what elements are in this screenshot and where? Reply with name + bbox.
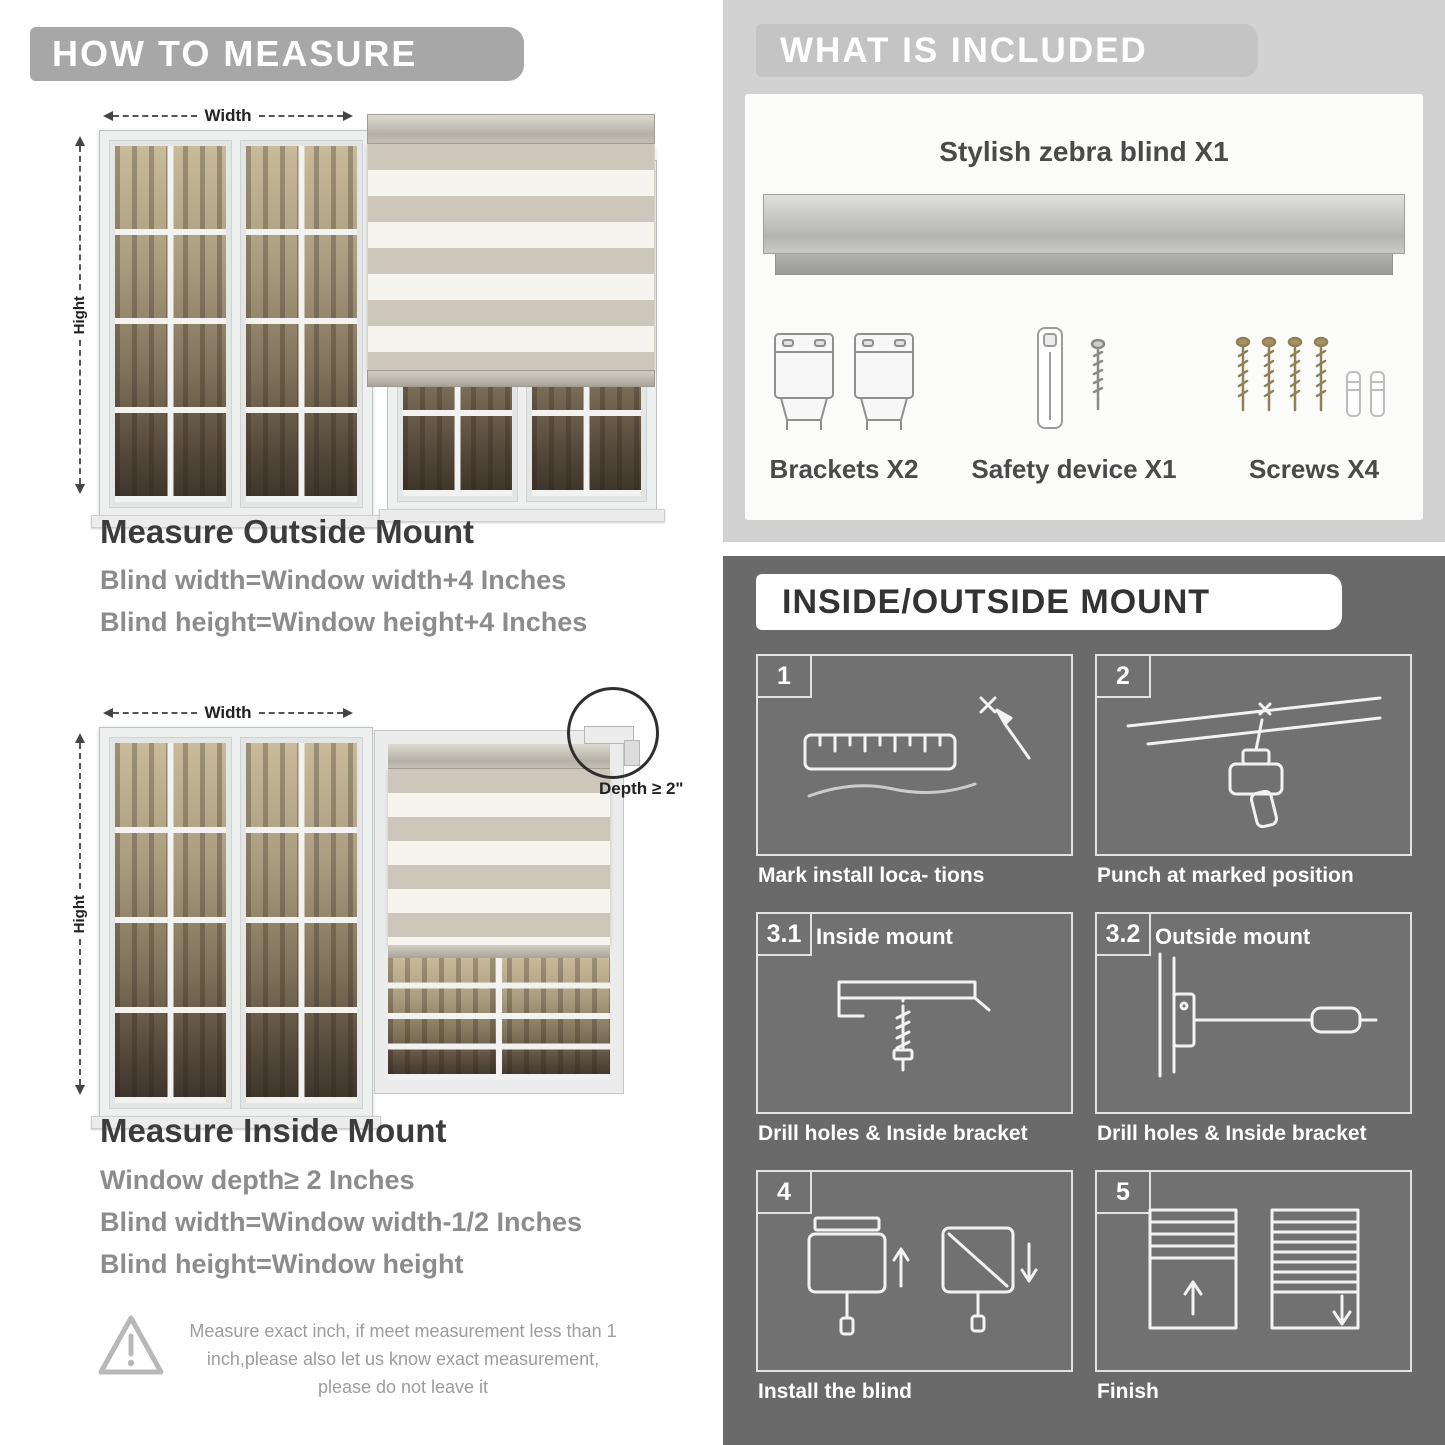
arrow-up-icon	[74, 136, 85, 146]
what-is-included-title: WHAT IS INCLUDED	[780, 31, 1148, 70]
inside-mount-figure: Width Hight Depth ≥ 2"	[71, 687, 683, 1129]
formula-line: Blind height=Window height	[100, 1248, 464, 1279]
width-measure-arrow: Width	[103, 106, 353, 126]
arrow-left-icon	[103, 111, 113, 121]
window-illustration	[91, 727, 381, 1129]
safety-device-label: Safety device X1	[971, 454, 1177, 484]
zebra-blind-illustration	[367, 114, 655, 387]
mount-guide-banner: INSIDE/OUTSIDE MOUNT	[756, 574, 1342, 630]
blind-bottom-bar	[367, 370, 655, 387]
brackets-label: Brackets X2	[769, 454, 919, 484]
blind-stripes	[388, 769, 610, 945]
step-caption: Install the blind	[758, 1380, 913, 1403]
step-5: 5 Finish	[1095, 1170, 1412, 1418]
step-number: 2	[1097, 656, 1151, 698]
arrow-down-icon	[74, 1085, 85, 1096]
height-measure-arrow: Hight	[71, 136, 88, 495]
item-screws: Screws X4	[1229, 320, 1399, 485]
warning-text: Measure exact inch, if meet measurement …	[189, 1321, 617, 1397]
arrow-up-icon	[74, 733, 85, 743]
step-3-2: 3.2 Outside mount Dr	[1095, 912, 1412, 1160]
formula-line: Blind width=Window width+4 Inches	[100, 565, 567, 595]
how-to-measure-banner: HOW TO MEASURE	[30, 27, 524, 81]
included-contents-card: Stylish zebra blind X1	[745, 94, 1423, 520]
drill-position-illustration	[1126, 696, 1381, 829]
step-2: 2 Punch at marked position	[1095, 654, 1412, 902]
mount-guide-title: INSIDE/OUTSIDE MOUNT	[782, 583, 1211, 621]
window-panes	[388, 958, 610, 1080]
outside-mount-figure: Width Hight	[71, 100, 675, 528]
screws-icon	[1235, 336, 1385, 417]
step-caption: Punch at marked position	[1097, 864, 1354, 887]
arrow-right-icon	[343, 708, 353, 718]
outside-blind-illustration	[367, 114, 665, 522]
what-is-included-panel: WHAT IS INCLUDED Stylish zebra blind X1	[723, 0, 1445, 542]
step-number: 3.1	[758, 914, 812, 956]
outside-bracket-illustration	[1158, 952, 1377, 1078]
step-1: 1 Mark install loca- tions	[756, 654, 1073, 902]
window-frame	[375, 731, 623, 1093]
step-number: 3.2	[1097, 914, 1151, 956]
step-caption: Drill holes & Inside bracket	[758, 1122, 1028, 1145]
inside-mount-title: Measure Inside Mount	[100, 1112, 447, 1149]
screws-label: Screws X4	[1248, 454, 1380, 484]
height-label: Hight	[71, 295, 88, 335]
step-number: 1	[758, 656, 812, 698]
arrow-left-icon	[103, 708, 113, 718]
arrow-down-icon	[74, 484, 85, 495]
formula-line: Window depth≥ 2 Inches	[100, 1165, 415, 1195]
step-title: Inside mount	[816, 924, 953, 949]
zebra-blind-headrail	[763, 194, 1405, 275]
step-number: 4	[758, 1172, 812, 1214]
formula-line: Blind width=Window width-1/2 Inches	[100, 1206, 583, 1237]
inside-bracket-illustration	[837, 980, 990, 1072]
mount-guide-panel: INSIDE/OUTSIDE MOUNT 1	[723, 556, 1445, 1445]
inside-mount-formulas: Window depth≥ 2 Inches Blind width=Windo…	[100, 1160, 582, 1286]
formula-line: Blind height=Window height+4 Inches	[100, 606, 588, 637]
measure-warning: Measure exact inch, if meet measurement …	[95, 1312, 640, 1402]
how-to-measure-title: HOW TO MEASURE	[52, 33, 418, 74]
brackets-icon	[774, 333, 914, 430]
inside-blind-illustration: Depth ≥ 2"	[375, 687, 683, 1093]
height-measure-arrow: Hight	[71, 733, 88, 1096]
finish-illustration	[1148, 1208, 1359, 1330]
outside-mount-title: Measure Outside Mount	[100, 513, 475, 550]
what-is-included-banner: WHAT IS INCLUDED	[756, 24, 1258, 77]
warning-triangle-icon	[98, 1315, 164, 1375]
width-measure-arrow: Width	[103, 703, 353, 723]
install-blind-illustration	[807, 1216, 1037, 1336]
safety-device-icon	[1036, 327, 1106, 429]
step-3-1: 3.1 Inside mount Dri	[756, 912, 1073, 1160]
item-safety-device: Safety device X1	[971, 320, 1177, 485]
width-label: Width	[204, 703, 252, 722]
included-items-row: Brackets X2	[769, 320, 1399, 485]
depth-label: Depth ≥ 2"	[599, 779, 684, 798]
step-4: 4	[756, 1170, 1073, 1418]
blind-bottom-bar	[388, 945, 610, 958]
mount-steps-grid: 1 Mark install loca- tions	[756, 654, 1412, 1418]
height-label: Hight	[71, 894, 88, 934]
arrow-right-icon	[343, 111, 353, 121]
item-brackets: Brackets X2	[769, 320, 919, 485]
blind-cassette	[367, 114, 655, 144]
window-panes	[115, 146, 226, 502]
window-panes	[246, 146, 357, 502]
step-caption: Drill holes & Inside bracket	[1097, 1122, 1367, 1145]
step-caption: Finish	[1097, 1380, 1159, 1403]
blind-stripes	[367, 144, 655, 370]
step-title: Outside mount	[1155, 924, 1311, 949]
width-label: Width	[204, 106, 252, 125]
depth-callout-circle	[567, 687, 659, 779]
product-label: Stylish zebra blind X1	[939, 136, 1229, 167]
mark-locations-illustration	[803, 696, 1030, 798]
outside-mount-formulas: Blind width=Window width+4 Inches Blind …	[100, 560, 587, 644]
step-caption: Mark install loca- tions	[758, 864, 985, 887]
window-illustration	[91, 130, 381, 528]
step-number: 5	[1097, 1172, 1151, 1214]
